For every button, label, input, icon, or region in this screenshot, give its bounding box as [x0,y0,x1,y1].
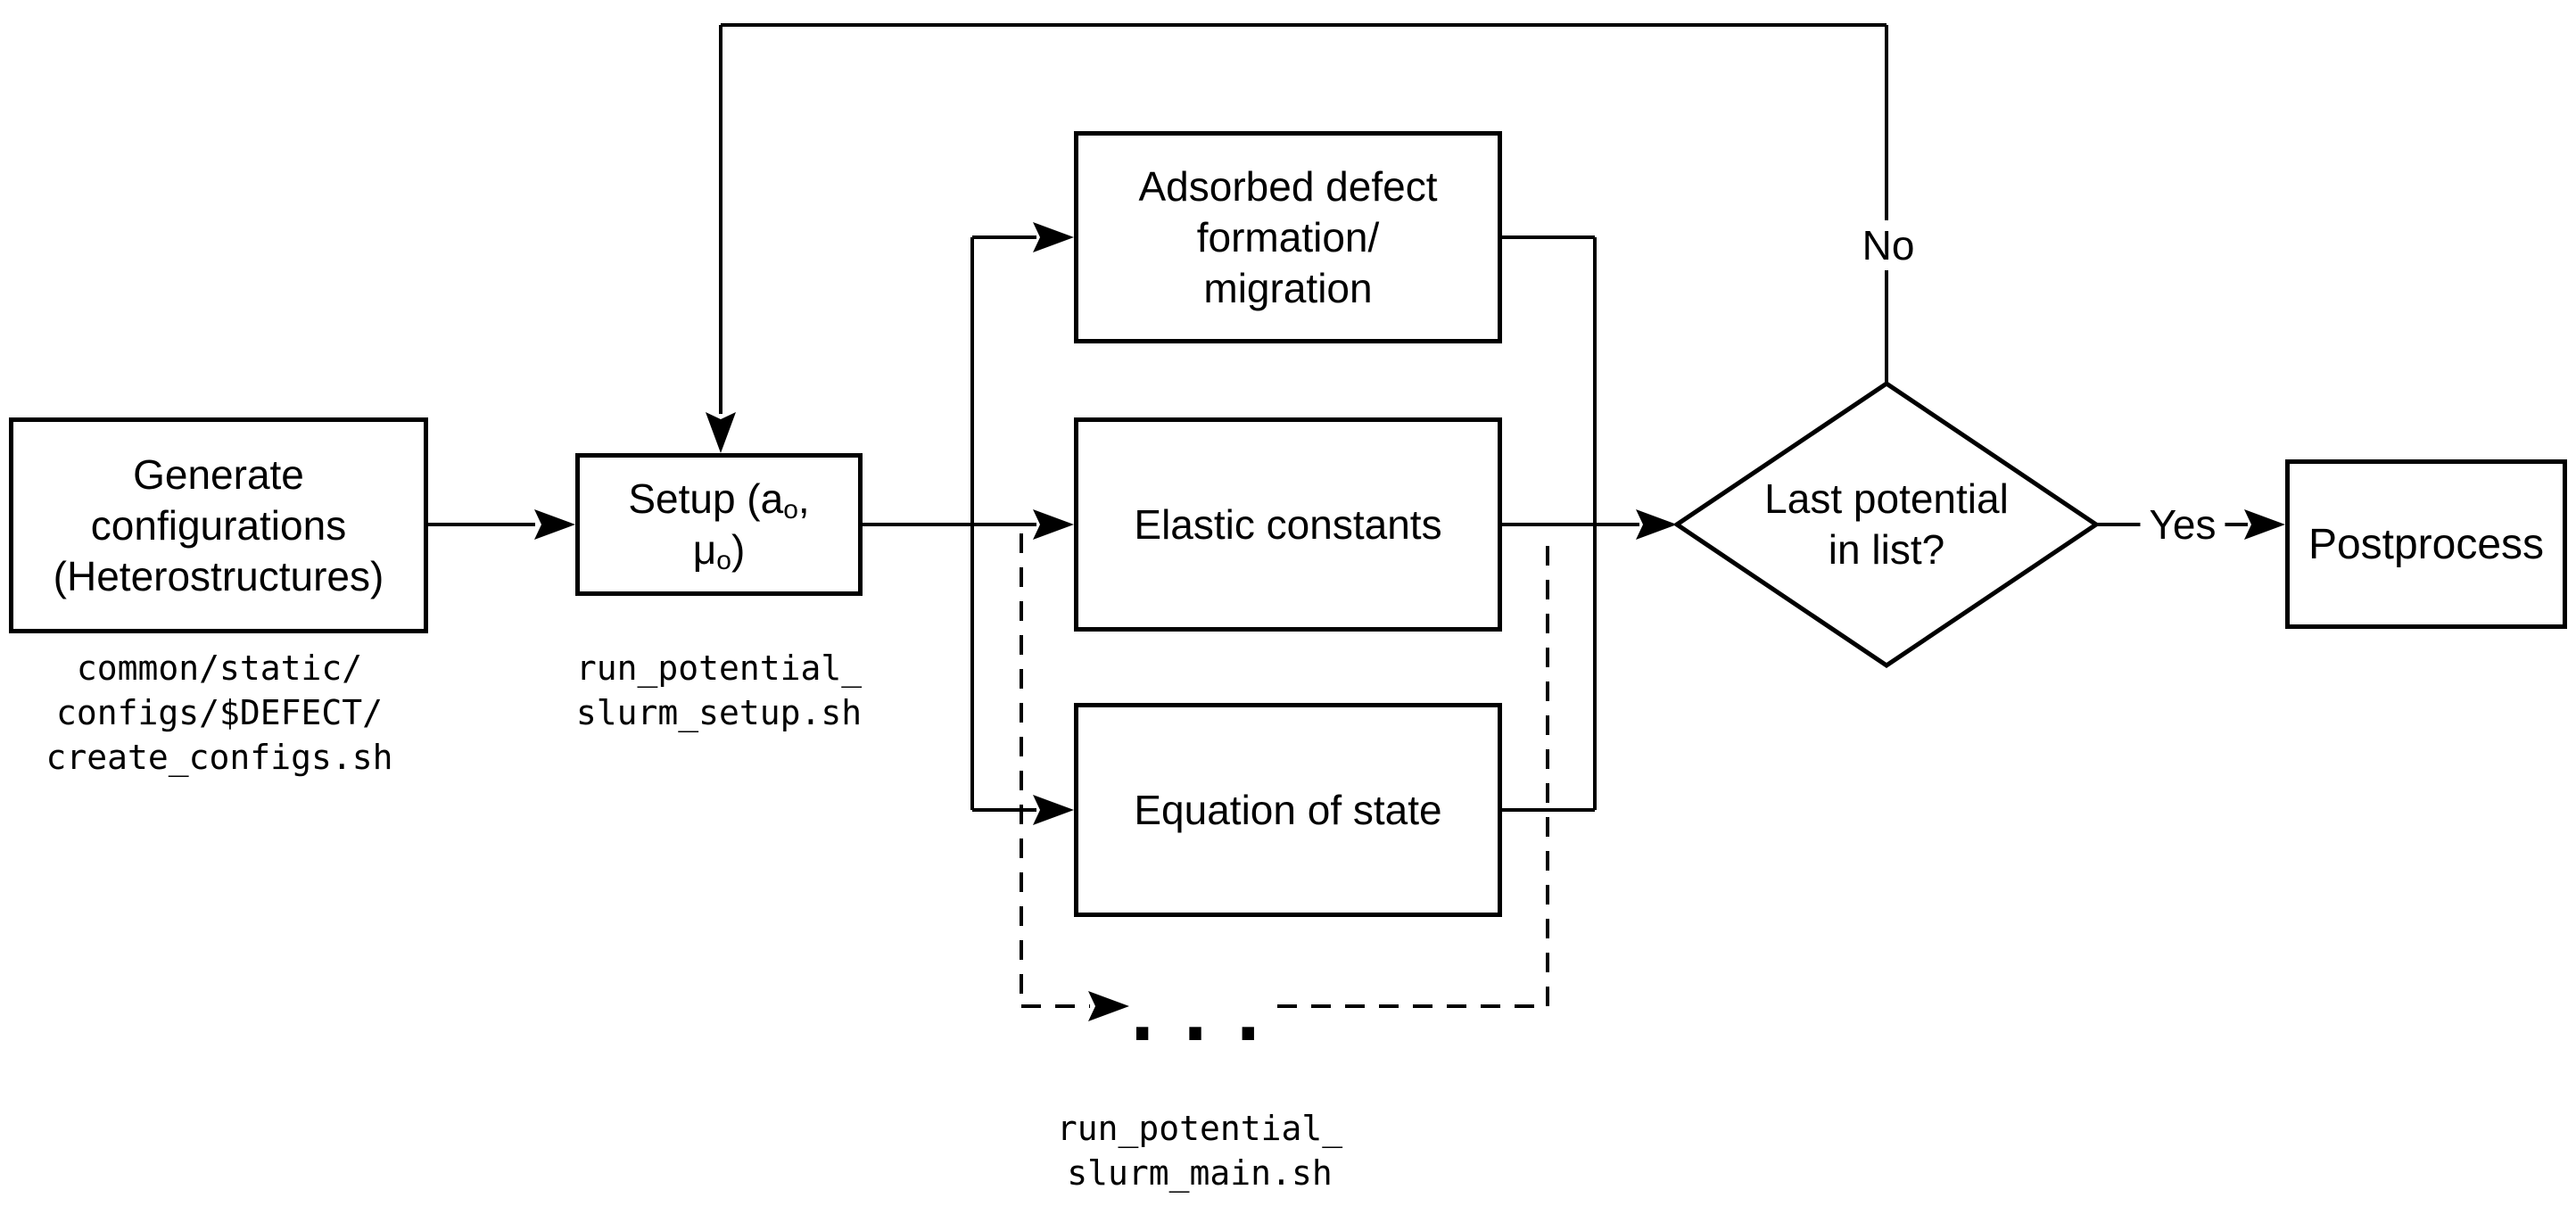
setup-subscript-mu0: o [716,546,731,575]
node-label-line: Postprocess [2308,520,2545,568]
setup-label-text: ) [731,526,746,573]
caption-line: run_potential_ [1056,1109,1343,1148]
node-label-line: μo) [693,525,746,575]
decision-label-line: in list? [1828,526,1945,573]
caption-slurm-main-script: run_potential_ slurm_main.sh [1021,1106,1378,1195]
arrowhead-into-postprocess [2244,509,2285,540]
node-equation-of-state: Equation of state [1074,703,1502,917]
setup-label-text: Setup (a [628,475,784,522]
arrowhead-into-eos [1033,795,1074,825]
arrowhead-feedback-into-setup [706,412,736,453]
node-elastic-constants: Elastic constants [1074,417,1502,632]
edge-label-yes: Yes [2140,500,2225,549]
arrowhead-into-elastic [1033,509,1074,540]
arrowhead-into-decision [1636,509,1677,540]
arrowhead-dashed-more [1088,991,1129,1021]
node-label-line: Adsorbed defect [1138,162,1438,210]
caption-line: slurm_setup.sh [575,693,863,732]
caption-slurm-setup-script: run_potential_ slurm_setup.sh [541,646,897,735]
node-setup: Setup (ao, μo) [575,453,863,596]
caption-line: run_potential_ [575,648,863,688]
decision-label: Last potential in list? [1708,474,2065,575]
caption-line: slurm_main.sh [1067,1153,1333,1193]
setup-label-text: , [797,475,810,522]
node-label-line: Setup (ao, [628,474,809,525]
setup-label-text: μ [692,526,717,573]
node-postprocess: Postprocess [2285,459,2567,629]
node-generate-configurations: Generate configurations (Heterostructure… [9,417,428,633]
caption-line: create_configs.sh [45,738,393,777]
node-label-line: configurations [90,501,347,549]
setup-subscript-a0: o [783,495,798,525]
node-label-line: (Heterostructures) [53,552,384,599]
caption-line: common/static/ [76,648,363,688]
caption-create-configs-script: common/static/ configs/$DEFECT/ create_c… [14,646,425,780]
caption-line: configs/$DEFECT/ [55,693,384,732]
node-label-line: Generate [133,450,304,498]
arrowhead-into-adsorbed [1033,222,1074,252]
node-adsorbed-defect: Adsorbed defect formation/ migration [1074,131,1502,343]
decision-diamond-shape [1672,380,2101,669]
node-label-line: formation/ [1196,213,1380,260]
node-label-line: Elastic constants [1134,500,1442,548]
more-tasks-ellipsis: ... [1119,973,1280,1058]
node-label-line: migration [1203,264,1373,311]
node-label-line: Equation of state [1134,786,1442,833]
arrowhead-into-setup [534,509,575,540]
decision-label-line: Last potential [1764,475,2009,522]
edge-label-no: No [1853,220,1924,270]
